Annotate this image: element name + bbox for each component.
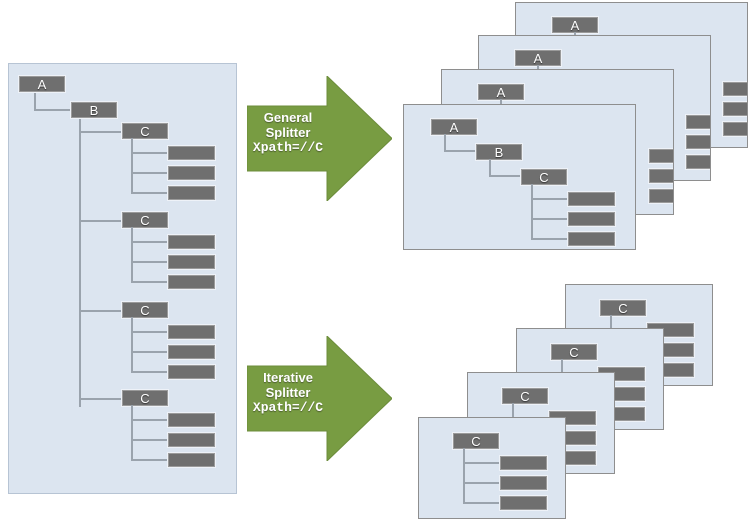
card-leaf-clipped bbox=[649, 189, 673, 203]
connector-c4-leaf-1 bbox=[131, 419, 172, 421]
connector-c2-leaf-3 bbox=[131, 281, 172, 283]
arrow-shape-icon bbox=[247, 76, 392, 201]
card-leaf bbox=[568, 232, 615, 246]
tree-leaf bbox=[168, 186, 215, 200]
connector-card1-leaf-1 bbox=[531, 198, 572, 200]
tree-node-c-2: C bbox=[122, 212, 168, 228]
connector-card1-c-spine bbox=[531, 184, 533, 240]
connector-card1-b-down bbox=[489, 159, 491, 177]
connector-c4-leaf-2 bbox=[131, 439, 172, 441]
tree-leaf bbox=[168, 325, 215, 339]
connector-c2-leaf-1 bbox=[131, 241, 172, 243]
connector-card1-leaf-3 bbox=[531, 238, 572, 240]
connector-c1-leaf-3 bbox=[131, 192, 172, 194]
connector-b-to-c-3 bbox=[79, 310, 127, 312]
connector-i1-leaf-1 bbox=[463, 462, 504, 464]
connector-i1-leaf-2 bbox=[463, 482, 504, 484]
connector-b-to-c-1 bbox=[79, 131, 127, 133]
general-splitter-arrow[interactable]: General Splitter Xpath=//C bbox=[247, 76, 392, 201]
card-node-c: C bbox=[600, 300, 646, 316]
connector-a-to-b bbox=[34, 109, 79, 111]
card-leaf-clipped bbox=[649, 149, 673, 163]
card-node-c: C bbox=[453, 433, 499, 449]
tree-leaf bbox=[168, 345, 215, 359]
arrow-shape-icon bbox=[247, 336, 392, 461]
card-leaf bbox=[568, 192, 615, 206]
card-node-c: C bbox=[521, 169, 567, 185]
tree-node-c-4: C bbox=[122, 390, 168, 406]
card-leaf-clipped bbox=[723, 102, 747, 116]
connector-c4-spine bbox=[131, 405, 133, 461]
connector-card1-a-down bbox=[444, 134, 446, 152]
tree-leaf bbox=[168, 365, 215, 379]
connector-b-spine bbox=[79, 110, 81, 407]
connector-c2-leaf-2 bbox=[131, 261, 172, 263]
connector-i1-leaf-3 bbox=[463, 502, 504, 504]
card-node-c: C bbox=[551, 344, 597, 360]
connector-card1-a-to-b bbox=[444, 150, 484, 152]
tree-leaf bbox=[168, 433, 215, 447]
connector-c1-leaf-2 bbox=[131, 172, 172, 174]
tree-node-b: B bbox=[71, 102, 117, 118]
card-leaf bbox=[500, 456, 547, 470]
connector-card1-b-to-c bbox=[489, 175, 529, 177]
connector-c3-leaf-2 bbox=[131, 351, 172, 353]
tree-leaf bbox=[168, 413, 215, 427]
card-node-a: A bbox=[478, 84, 524, 100]
tree-leaf bbox=[168, 166, 215, 180]
iterative-splitter-arrow[interactable]: Iterative Splitter Xpath=//C bbox=[247, 336, 392, 461]
card-leaf bbox=[500, 496, 547, 510]
card-node-a: A bbox=[515, 50, 561, 66]
tree-leaf bbox=[168, 453, 215, 467]
tree-node-a: A bbox=[19, 76, 65, 92]
iterative-output-card-1[interactable]: C bbox=[418, 417, 566, 519]
card-leaf-clipped bbox=[723, 82, 747, 96]
connector-c4-leaf-3 bbox=[131, 459, 172, 461]
connector-card1-leaf-2 bbox=[531, 218, 572, 220]
connector-b-to-c-4 bbox=[79, 398, 127, 400]
tree-node-c-3: C bbox=[122, 302, 168, 318]
connector-a-down bbox=[34, 91, 36, 111]
source-tree-panel: A B C C C C bbox=[8, 63, 237, 494]
general-output-card-1[interactable]: A B C bbox=[403, 104, 636, 250]
tree-leaf bbox=[168, 275, 215, 289]
card-leaf-clipped bbox=[723, 122, 747, 136]
tree-node-c-1: C bbox=[122, 123, 168, 139]
card-leaf bbox=[500, 476, 547, 490]
card-node-a: A bbox=[552, 17, 598, 33]
card-leaf-clipped bbox=[686, 135, 710, 149]
connector-c1-spine bbox=[131, 138, 133, 194]
card-leaf-clipped bbox=[686, 115, 710, 129]
card-node-a: A bbox=[431, 119, 477, 135]
card-node-c: C bbox=[502, 388, 548, 404]
tree-leaf bbox=[168, 146, 215, 160]
connector-i1-c-spine bbox=[463, 448, 465, 504]
card-leaf-clipped bbox=[686, 155, 710, 169]
card-leaf-clipped bbox=[649, 169, 673, 183]
connector-c3-leaf-1 bbox=[131, 331, 172, 333]
connector-c3-spine bbox=[131, 317, 133, 373]
connector-c1-leaf-1 bbox=[131, 152, 172, 154]
card-node-b: B bbox=[476, 144, 522, 160]
connector-b-to-c-2 bbox=[79, 220, 127, 222]
tree-leaf bbox=[168, 235, 215, 249]
card-leaf bbox=[568, 212, 615, 226]
connector-c3-leaf-3 bbox=[131, 371, 172, 373]
connector-c2-spine bbox=[131, 227, 133, 283]
tree-leaf bbox=[168, 255, 215, 269]
